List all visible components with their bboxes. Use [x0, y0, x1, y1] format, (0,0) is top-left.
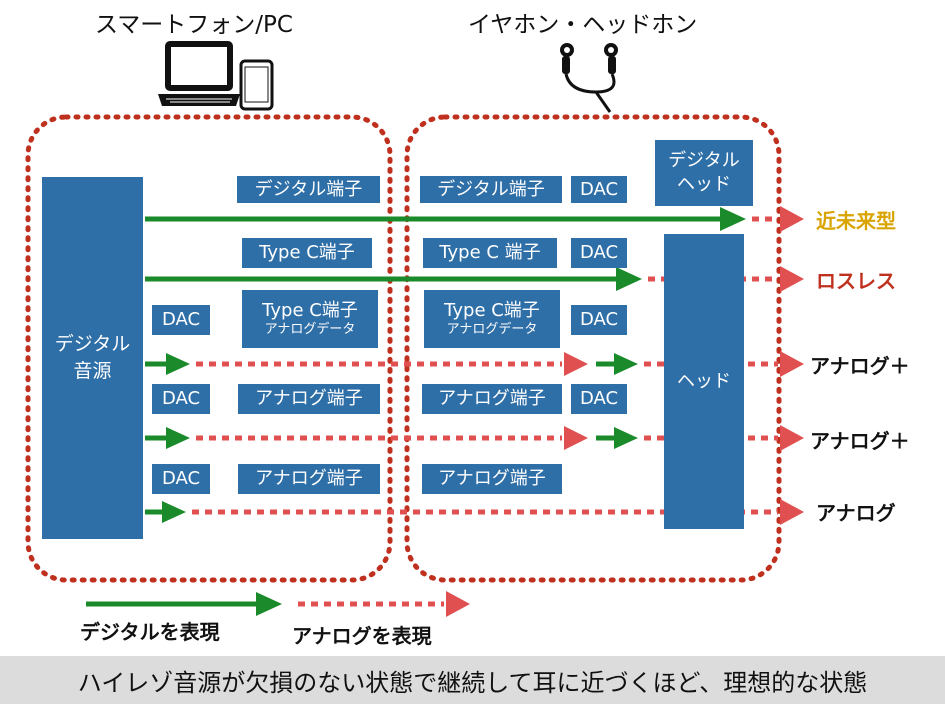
source-line2: 音源 — [73, 360, 112, 382]
legend-digital-arrow — [86, 592, 282, 616]
earphone-header: イヤホン・ヘッドホン — [468, 12, 698, 38]
row4-output: アナログ＋ — [810, 429, 910, 453]
row3-right-dac: DAC — [571, 305, 627, 335]
row1-right-terminal: デジタル端子 — [420, 176, 562, 203]
device-frame — [25, 114, 393, 583]
row5-right-terminal: アナログ端子 — [422, 464, 562, 494]
caption-bar: ハイレゾ音源が欠損のない状態で継続して耳に近づくほど、理想的な状態 — [0, 656, 945, 704]
row5-arrows — [145, 499, 804, 525]
row1-left-terminal: デジタル端子 — [237, 176, 380, 203]
earphone-frame — [404, 114, 782, 583]
row1-right-dac: DAC — [571, 176, 627, 203]
source-line1: デジタル — [54, 333, 131, 356]
laptop-icon — [158, 41, 240, 106]
digital-head-line1: デジタル — [668, 150, 740, 172]
row4-left-dac: DAC — [152, 384, 210, 414]
row3-left-terminal: Type C端子 アナログデータ — [242, 290, 378, 348]
row1-arrows — [145, 206, 804, 232]
row3-left-terminal-label: Type C端子 — [262, 299, 358, 321]
row3-output: アナログ＋ — [810, 354, 910, 378]
legend-analog-label: アナログを表現 — [292, 624, 432, 648]
row4-left-terminal: アナログ端子 — [238, 384, 380, 414]
row5-left-dac: DAC — [152, 464, 210, 494]
digital-head-line2: ヘッド — [677, 174, 731, 195]
row3-right-terminal: Type C端子 アナログデータ — [424, 290, 560, 348]
legend-analog-arrow — [298, 591, 470, 617]
caption-text: ハイレゾ音源が欠損のない状態で継続して耳に近づくほど、理想的な状態 — [77, 668, 868, 697]
earphones-icon — [560, 43, 618, 113]
legend-digital-label: デジタルを表現 — [80, 620, 220, 644]
smartphone-icon — [239, 59, 274, 111]
row4-right-dac: DAC — [571, 384, 627, 414]
row2-right-terminal: Type C 端子 — [423, 238, 557, 268]
row2-output: ロスレス — [816, 269, 896, 293]
row3-right-terminal-sub: アナログデータ — [446, 321, 538, 337]
device-header: スマートフォン/PC — [95, 12, 293, 38]
row3-right-terminal-label: Type C端子 — [444, 299, 540, 321]
row1-output: 近未来型 — [816, 209, 896, 233]
head-block: ヘッド — [664, 234, 744, 529]
row2-right-dac: DAC — [571, 238, 627, 268]
digital-source-block: デジタル 音源 — [42, 177, 143, 539]
digital-head-block: デジタル ヘッド — [655, 140, 753, 206]
row5-output: アナログ — [816, 501, 896, 525]
row4-right-terminal: アナログ端子 — [422, 384, 562, 414]
row5-left-terminal: アナログ端子 — [238, 464, 380, 494]
row2-left-terminal: Type C端子 — [242, 238, 372, 268]
row3-left-dac: DAC — [152, 305, 210, 335]
row3-left-terminal-sub: アナログデータ — [264, 321, 356, 337]
